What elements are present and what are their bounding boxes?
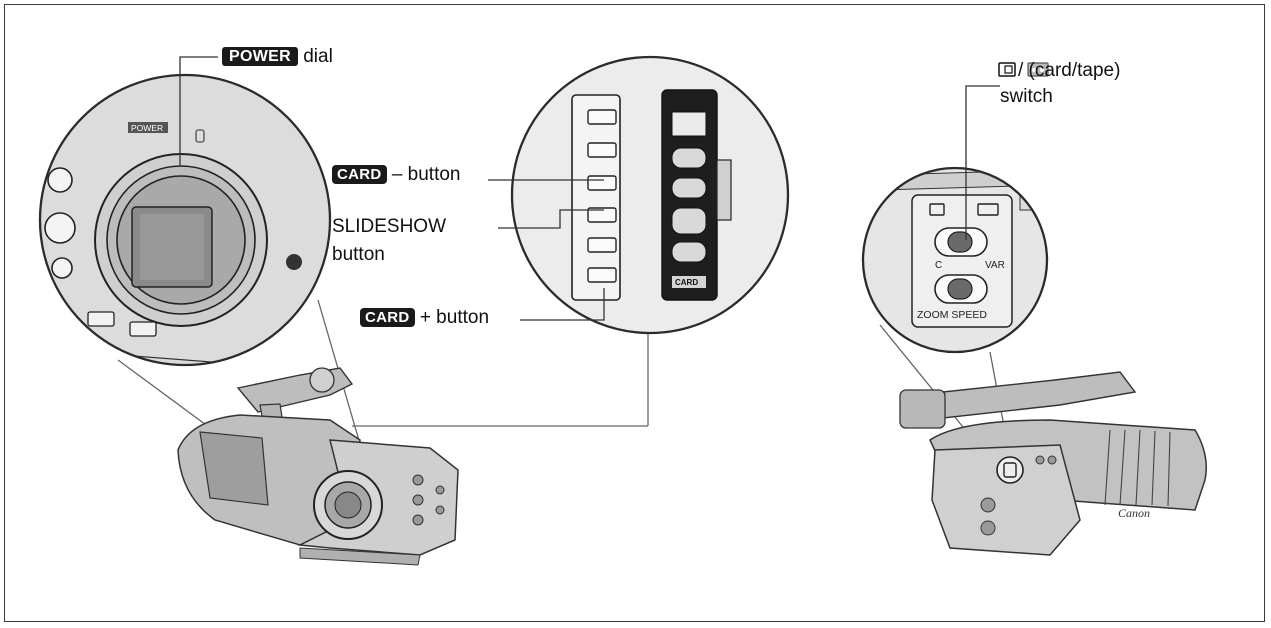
card-print-on-panel: CARD xyxy=(675,278,698,287)
tape-mode-icon xyxy=(1027,62,1049,77)
zoom-var-print: VAR xyxy=(985,260,1005,271)
card-tape-switch-label-line2: switch xyxy=(1000,86,1053,107)
power-print-on-body: POWER xyxy=(131,123,163,133)
card-minus-suffix: – button xyxy=(391,164,461,185)
zoom-button-panel: CARD xyxy=(512,57,788,333)
zoom-circle-middle xyxy=(510,55,790,335)
camcorder-left xyxy=(177,367,459,566)
card-minus-chip: CARD xyxy=(332,165,387,184)
brand-logo: Canon xyxy=(1118,506,1150,520)
card-mode-icon xyxy=(998,62,1016,77)
card-minus-label: CARD – button xyxy=(332,164,460,186)
power-chip: POWER xyxy=(222,47,298,66)
zoom-circle-right xyxy=(861,166,1049,354)
zoom-power-dial: POWER xyxy=(40,75,330,365)
power-dial-label: POWER dial xyxy=(222,46,333,68)
zoom-c-print: C xyxy=(935,260,942,271)
zoom-speed-print: ZOOM SPEED xyxy=(917,309,987,321)
card-tape-switch-label-line1: / (card/tape) xyxy=(1018,60,1121,81)
card-plus-suffix: + button xyxy=(419,307,490,328)
callout-leader-lines xyxy=(179,56,1000,321)
card-plus-chip: CARD xyxy=(360,308,415,327)
slideshow-label-line1: SLIDESHOW xyxy=(332,216,447,237)
zoom-circle-left xyxy=(38,73,332,367)
card-plus-label: CARD + button xyxy=(360,307,489,329)
power-dial-suffix: dial xyxy=(303,46,333,67)
camcorder-right: Canon xyxy=(899,371,1207,556)
slideshow-label-line2: button xyxy=(332,244,385,265)
